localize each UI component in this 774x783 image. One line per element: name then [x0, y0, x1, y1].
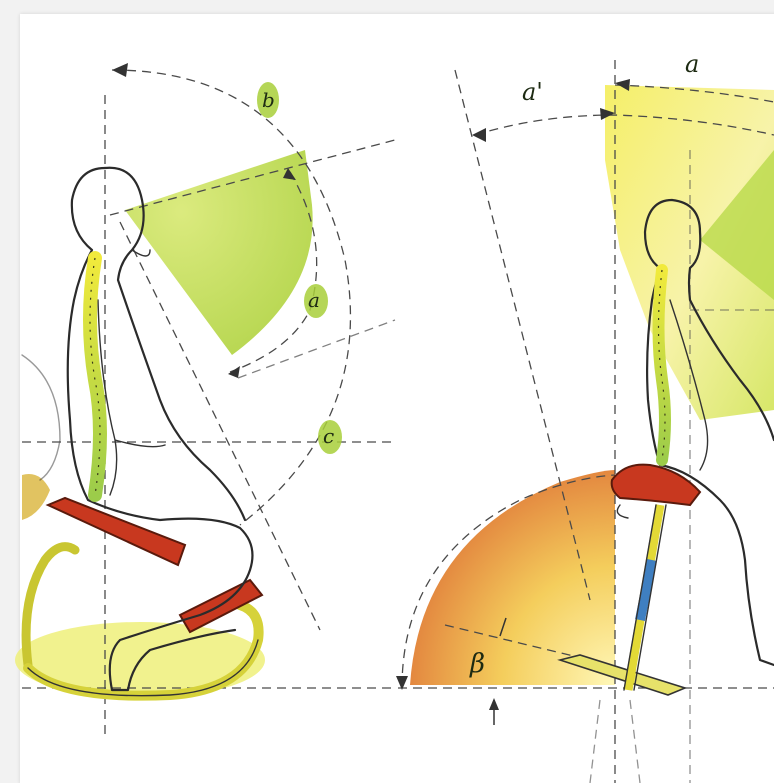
beta-arrow: [489, 698, 499, 710]
label-a-prime: a': [522, 78, 543, 106]
seat-angle-zone: [410, 470, 615, 685]
saddle-stool-figure: a' a β: [396, 50, 774, 783]
vision-zone-wedge: [125, 150, 313, 355]
floor-proj-1: [590, 700, 600, 783]
spine-left: [90, 258, 100, 495]
floor-proj-2: [630, 700, 640, 783]
arc-arrowhead: [112, 63, 128, 77]
seat-lever: [617, 505, 628, 518]
label-a-right: a: [685, 50, 699, 78]
edge-glow: [22, 474, 50, 520]
spine-right: [659, 270, 666, 460]
edge-arc: [22, 355, 60, 480]
label-b: b: [262, 88, 275, 112]
arm-left: [98, 300, 165, 495]
seat-pad: [48, 498, 185, 565]
angle-arrow-bottom: [228, 366, 240, 378]
label-beta: β: [469, 649, 485, 679]
arrow-a-prime-left: [472, 128, 486, 142]
saddle-seat: [612, 465, 700, 505]
label-c: c: [323, 424, 334, 448]
label-a-left: a: [308, 288, 320, 312]
kneeling-chair-figure: b a c: [15, 63, 395, 740]
